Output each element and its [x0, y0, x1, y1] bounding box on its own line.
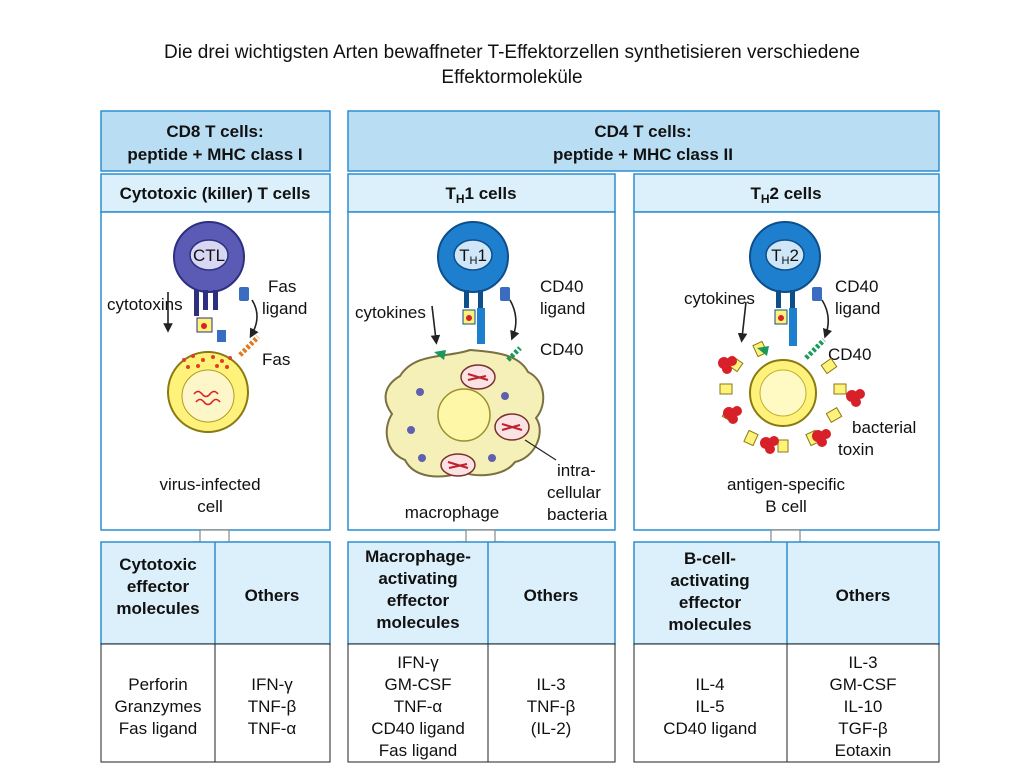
th2-cd40-ligand-label-2: ligand: [835, 299, 880, 318]
cd8-header-line2: peptide + MHC class I: [127, 145, 302, 164]
ctl-label: CTL: [193, 246, 225, 265]
th1-cell-icon: TH1: [437, 221, 510, 344]
cd8-subheader: Cytotoxic (killer) T cells: [120, 184, 311, 203]
th1-table-body: [347, 643, 616, 763]
b-cell-icon: [718, 338, 865, 454]
th1-table-header: [347, 541, 616, 645]
title-line-2: Effektormoleküle: [441, 67, 583, 88]
intracellular-bacteria-label-3: bacteria: [547, 505, 608, 524]
cd8-col1-header-1: Cytotoxic: [119, 555, 196, 574]
cd8-col2-header: Others: [245, 586, 300, 605]
th2-cytokines-label: cytokines: [684, 289, 755, 308]
cd8-other-value: TNF-β: [248, 697, 297, 716]
th1-other-value: (IL-2): [531, 719, 572, 738]
cd8-col1-header-2: effector: [127, 577, 190, 596]
th2-value: CD40 ligand: [663, 719, 757, 738]
virus-infected-cell-icon: [167, 335, 260, 433]
macrophage-label: macrophage: [405, 503, 500, 522]
th2-other-value: IL-3: [848, 653, 877, 672]
th1-subheader-box: [347, 173, 616, 213]
cd8-value: Fas ligand: [119, 719, 197, 738]
th2-col1-header-1: B-cell-: [684, 549, 736, 568]
th1-cd40-ligand-label-2: ligand: [540, 299, 585, 318]
cd8-header-box: [100, 110, 331, 172]
th2-col1-header-4: molecules: [668, 615, 751, 634]
cd8-subheader-box: [100, 173, 331, 213]
th2-other-value: TGF-β: [838, 719, 888, 738]
th1-value: TNF-α: [394, 697, 443, 716]
th2-panel: TH2 cells TH2 cytokines CD40 ligand CD40: [633, 173, 940, 763]
th2-subheader: TH2 cells: [750, 184, 821, 206]
b-cell-label-1: antigen-specific: [727, 475, 846, 494]
cytotoxins-label: cytotoxins: [107, 295, 183, 314]
th2-other-value: GM-CSF: [829, 675, 896, 694]
th1-value: GM-CSF: [384, 675, 451, 694]
th2-subheader-box: [633, 173, 940, 213]
th1-value: Fas ligand: [379, 741, 457, 760]
th1-cell-label: TH1: [459, 246, 487, 267]
b-cell-label-2: B cell: [765, 497, 807, 516]
th1-other-value: TNF-β: [527, 697, 576, 716]
th1-panel: TH1 cells TH1 cytokines CD40 ligand CD40: [347, 173, 616, 763]
th1-value: CD40 ligand: [371, 719, 465, 738]
bacterial-toxin-label-1: bacterial: [852, 418, 916, 437]
cd4-header-box: [347, 110, 940, 172]
th1-value: IFN-γ: [397, 653, 439, 672]
infected-cell-label-2: cell: [197, 497, 223, 516]
fas-label: Fas: [262, 350, 290, 369]
th2-other-value: Eotaxin: [835, 741, 892, 760]
infected-cell-label-1: virus-infected: [159, 475, 260, 494]
th2-cd40-arrow: [821, 299, 833, 339]
bacterial-toxin-label-2: toxin: [838, 440, 874, 459]
th1-col1-header-4: molecules: [376, 613, 459, 632]
th2-cd40-label: CD40: [828, 345, 871, 364]
cd8-panel: CD8 T cells: peptide + MHC class I Cytot…: [100, 110, 331, 763]
th1-cd40-label: CD40: [540, 340, 583, 359]
th2-col1-header-3: effector: [679, 593, 742, 612]
th2-other-value: IL-10: [844, 697, 883, 716]
th2-value: IL-5: [695, 697, 724, 716]
fas-ligand-label-2: ligand: [262, 299, 307, 318]
th1-cytokines-label: cytokines: [355, 303, 426, 322]
slide-title: Die drei wichtigsten Arten bewaffneter T…: [0, 40, 1024, 90]
th1-subheader: TH1 cells: [445, 184, 516, 206]
cd8-other-value: IFN-γ: [251, 675, 293, 694]
th1-cytokine-arrow: [430, 305, 441, 345]
ctl-cell-icon: CTL: [173, 221, 249, 342]
intracellular-bacteria-label-2: cellular: [547, 483, 601, 502]
cd4-header-line1: CD4 T cells:: [594, 122, 691, 141]
th1-col1-header-2: activating: [378, 569, 457, 588]
th1-other-value: IL-3: [536, 675, 565, 694]
title-line-1: Die drei wichtigsten Arten bewaffneter T…: [164, 42, 860, 63]
th2-value: IL-4: [695, 675, 724, 694]
macrophage-icon: [384, 346, 557, 478]
th2-cytokine-arrow: [737, 301, 748, 343]
th2-cd40-ligand-label-1: CD40: [835, 277, 878, 296]
th1-col1-header-3: effector: [387, 591, 450, 610]
cd4-header-line2: peptide + MHC class II: [553, 145, 733, 164]
cd8-header-line1: CD8 T cells:: [166, 122, 263, 141]
cd8-value: Granzymes: [115, 697, 202, 716]
th1-cd40-ligand-label-1: CD40: [540, 277, 583, 296]
cd8-other-value: TNF-α: [248, 719, 297, 738]
th2-cell-icon: TH2: [749, 221, 822, 346]
fas-ligand-label-1: Fas: [268, 277, 296, 296]
cd8-col1-header-3: molecules: [116, 599, 199, 618]
cd8-value: Perforin: [128, 675, 188, 694]
fas-arrow: [249, 299, 259, 339]
th1-col2-header: Others: [524, 586, 579, 605]
th1-cd40-arrow: [509, 299, 520, 341]
th2-cell-label: TH2: [771, 246, 799, 267]
intracellular-bacteria-label-1: intra-: [557, 461, 596, 480]
th1-col1-header-1: Macrophage-: [365, 547, 471, 566]
th2-col1-header-2: activating: [670, 571, 749, 590]
th2-col2-header: Others: [836, 586, 891, 605]
